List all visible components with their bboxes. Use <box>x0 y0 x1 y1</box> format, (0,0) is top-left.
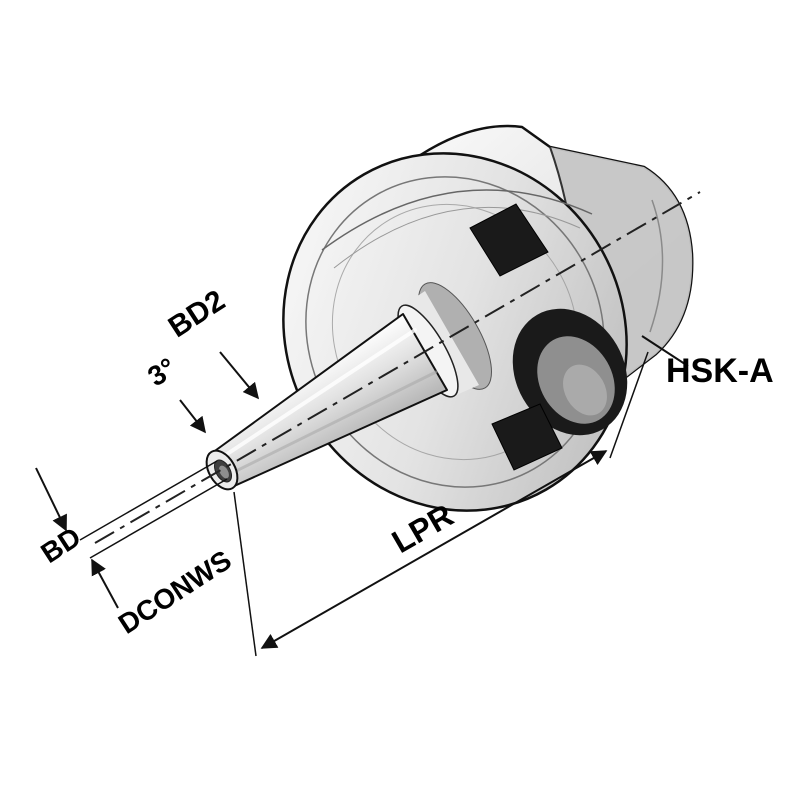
bore-extension-line <box>89 478 228 559</box>
drive-slot-top <box>469 203 549 277</box>
hsk-leader-line <box>641 335 689 367</box>
clamp-opening-highlight <box>563 364 607 416</box>
centerline <box>94 191 701 544</box>
cone-highlight <box>216 328 417 462</box>
bore-extension-line <box>79 460 218 541</box>
tip-bore-inner <box>219 465 229 479</box>
dconws-arrow <box>91 558 119 609</box>
flange-chamfer-edge <box>649 199 664 333</box>
label-hsk-a: HSK-A <box>666 352 774 390</box>
taper-angle-arrow <box>179 399 206 434</box>
lpr-extension-left <box>233 491 257 657</box>
face-groove-line <box>321 189 593 251</box>
bd2-arrow <box>219 351 260 400</box>
lpr-dimension-line <box>260 450 608 649</box>
face-groove-line <box>333 206 581 269</box>
lpr-extension-right <box>609 351 649 459</box>
bd-arrow <box>35 467 67 532</box>
